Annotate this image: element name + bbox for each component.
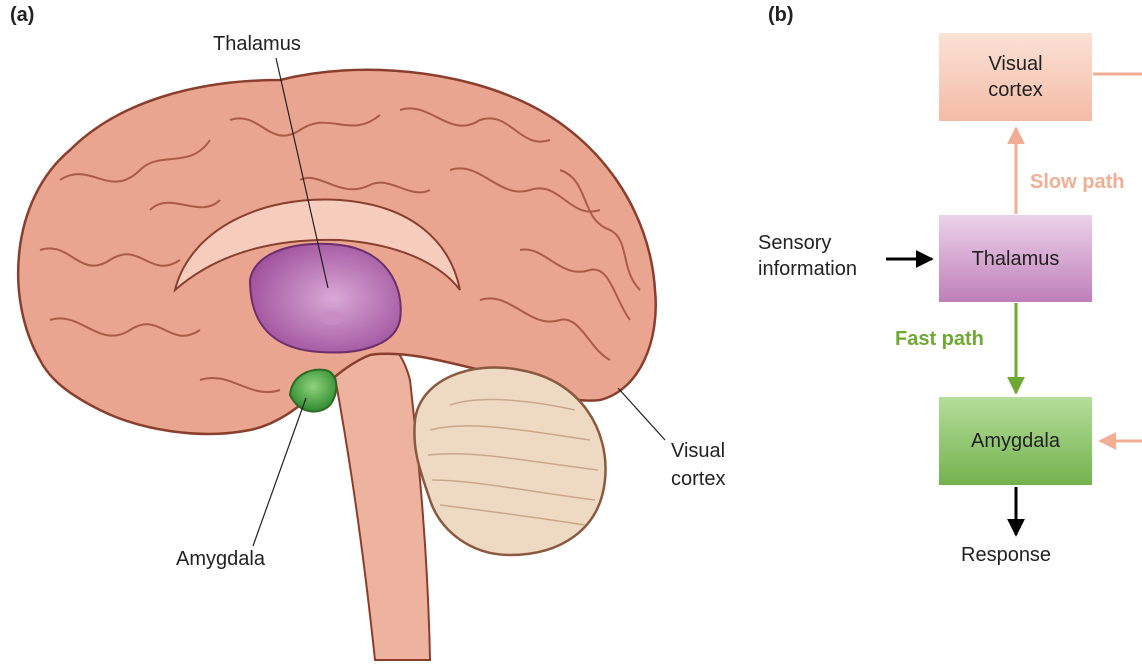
thalamus-label: Thalamus — [213, 33, 301, 56]
brain-illustration — [18, 70, 656, 660]
thalamus-structure — [250, 244, 401, 353]
brainstem — [330, 327, 430, 660]
visual-cortex-leader-line — [618, 388, 665, 440]
slow-path-label: Slow path — [1030, 171, 1124, 194]
amygdala-box-label: Amygdala — [971, 428, 1060, 454]
thalamus-box: Thalamus — [939, 215, 1092, 302]
visual-cortex-box: Visual cortex — [939, 33, 1092, 121]
amygdala-box: Amygdala — [939, 397, 1092, 485]
amygdala-label: Amygdala — [176, 548, 265, 571]
visual-cortex-box-line1: Visual — [988, 51, 1042, 77]
fast-path-label: Fast path — [895, 328, 984, 351]
visual-cortex-label-line1: Visual — [671, 440, 725, 463]
visual-cortex-box-line2: cortex — [988, 77, 1042, 103]
response-label: Response — [961, 544, 1051, 567]
visual-cortex-label-line2: cortex — [671, 468, 725, 491]
thalamus-box-label: Thalamus — [972, 246, 1060, 272]
sensory-label-line2: information — [758, 258, 857, 281]
sensory-label-line1: Sensory — [758, 232, 831, 255]
